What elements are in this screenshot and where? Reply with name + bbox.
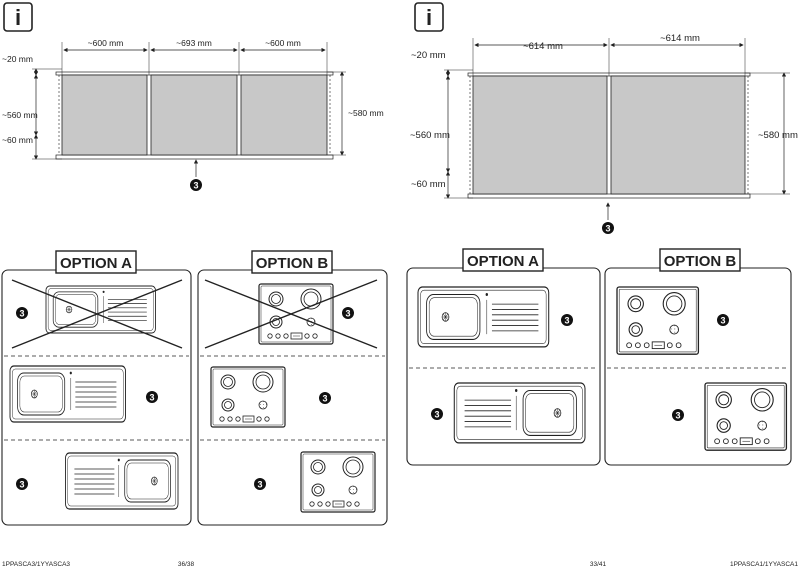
left-a2-marker: 3 <box>146 391 158 403</box>
right-a1-marker: 3 <box>561 314 573 326</box>
left-total-label: ~580 mm <box>348 108 384 118</box>
right-cabinet-1 <box>472 75 608 195</box>
right-b1-marker: 3 <box>717 314 729 326</box>
right-option-b-label-text: OPTION B <box>664 253 737 270</box>
left-b3-marker-label: 3 <box>257 479 262 489</box>
right-option-b-label-frame <box>659 248 741 272</box>
right-total-label: ~580 mm <box>758 130 798 141</box>
left-a1-marker-circle <box>16 307 28 319</box>
right-option-b-label: OPTION B <box>659 248 741 272</box>
left-countertop <box>55 71 334 76</box>
left-a1-marker: 3 <box>16 307 28 319</box>
right-a1-marker-circle <box>561 314 573 326</box>
left-b2-hob <box>210 366 286 428</box>
left-cabinet-1 <box>61 74 148 156</box>
left-top-marker-label: 3 <box>193 180 198 190</box>
left-option-b-label-text: OPTION B <box>256 255 329 272</box>
right-a2-marker: 3 <box>431 408 443 420</box>
left-a3-sink <box>64 452 179 510</box>
left-height-label: ~560 mm <box>2 110 38 120</box>
left-option-b-label-frame <box>251 250 333 274</box>
left-option-a-label-text: OPTION A <box>60 255 132 272</box>
left-a1-sink <box>45 285 156 334</box>
right-topgap-label: ~20 mm <box>411 50 446 61</box>
right-top-marker: 3 <box>602 222 614 234</box>
footer-right-code: 1PPASCA1/1YYASCA1 <box>730 561 798 568</box>
left-a2-marker-label: 3 <box>149 392 154 402</box>
left-a1-cross-b <box>11 279 183 349</box>
right-top-marker-circle <box>602 222 614 234</box>
left-cabinet-2 <box>150 74 238 156</box>
right-b2-hob <box>704 382 788 451</box>
left-a1-marker-label: 3 <box>19 308 24 318</box>
right-width-label-2: ~614 mm <box>660 33 700 44</box>
left-a3-marker-label: 3 <box>19 479 24 489</box>
left-b3-marker: 3 <box>254 478 266 490</box>
right-width-label-1: ~614 mm <box>523 41 563 52</box>
right-info-icon: i <box>414 2 444 32</box>
left-bottomgap-label: ~60 mm <box>2 135 33 145</box>
left-b3-marker-circle <box>254 478 266 490</box>
right-bottomgap-label: ~60 mm <box>411 179 446 190</box>
left-b3-hob <box>300 451 376 513</box>
right-option-a-label: OPTION A <box>462 248 544 272</box>
right-a2-marker-circle <box>431 408 443 420</box>
left-cabinet-3 <box>240 74 328 156</box>
right-option-a-label-frame <box>462 248 544 272</box>
left-a2-sink <box>9 365 127 423</box>
left-info-icon-frame <box>3 2 33 32</box>
left-info-icon: i <box>3 2 33 32</box>
right-b1-marker-circle <box>717 314 729 326</box>
left-b1-marker-label: 3 <box>345 308 350 318</box>
footer-left-page: 36/38 <box>178 561 195 568</box>
right-plinth <box>467 193 751 199</box>
right-b2-marker: 3 <box>672 409 684 421</box>
left-b1-hob <box>258 283 334 345</box>
left-b2-marker-circle <box>319 392 331 404</box>
right-a1-sink <box>417 286 550 348</box>
left-a3-marker: 3 <box>16 478 28 490</box>
left-width-label-3: ~600 mm <box>265 38 301 48</box>
right-info-icon-glyph: i <box>426 5 432 30</box>
right-a1-marker-label: 3 <box>564 315 569 325</box>
right-b1-marker-label: 3 <box>720 315 725 325</box>
left-plinth <box>55 154 334 160</box>
left-option-a-label-frame <box>55 250 137 274</box>
left-a2-marker-circle <box>146 391 158 403</box>
right-a2-sink <box>453 382 586 444</box>
right-b2-marker-label: 3 <box>675 410 680 420</box>
left-b2-marker-label: 3 <box>322 393 327 403</box>
left-top-marker-circle <box>190 179 202 191</box>
right-info-icon-frame <box>414 2 444 32</box>
left-b1-marker-circle <box>342 307 354 319</box>
right-option-a-label-text: OPTION A <box>467 253 539 270</box>
left-width-label-1: ~600 mm <box>88 38 124 48</box>
footer-left-code: 1PPASCA3/1YYASCA3 <box>2 561 70 568</box>
right-height-label: ~560 mm <box>410 130 450 141</box>
right-b1-hob <box>616 286 700 355</box>
left-option-b-label: OPTION B <box>251 250 333 274</box>
footer-right-page: 33/41 <box>590 561 607 568</box>
left-b1-cross-b <box>204 279 378 349</box>
left-a3-marker-circle <box>16 478 28 490</box>
right-b2-marker-circle <box>672 409 684 421</box>
right-cabinet-2 <box>610 75 746 195</box>
left-info-icon-glyph: i <box>15 5 21 30</box>
left-b2-marker: 3 <box>319 392 331 404</box>
left-option-a-label: OPTION A <box>55 250 137 274</box>
right-a2-marker-label: 3 <box>434 409 439 419</box>
left-width-label-2: ~693 mm <box>176 38 212 48</box>
left-topgap-label: ~20 mm <box>2 54 33 64</box>
right-top-marker-label: 3 <box>605 223 610 233</box>
left-b1-marker: 3 <box>342 307 354 319</box>
left-top-marker: 3 <box>190 179 202 191</box>
